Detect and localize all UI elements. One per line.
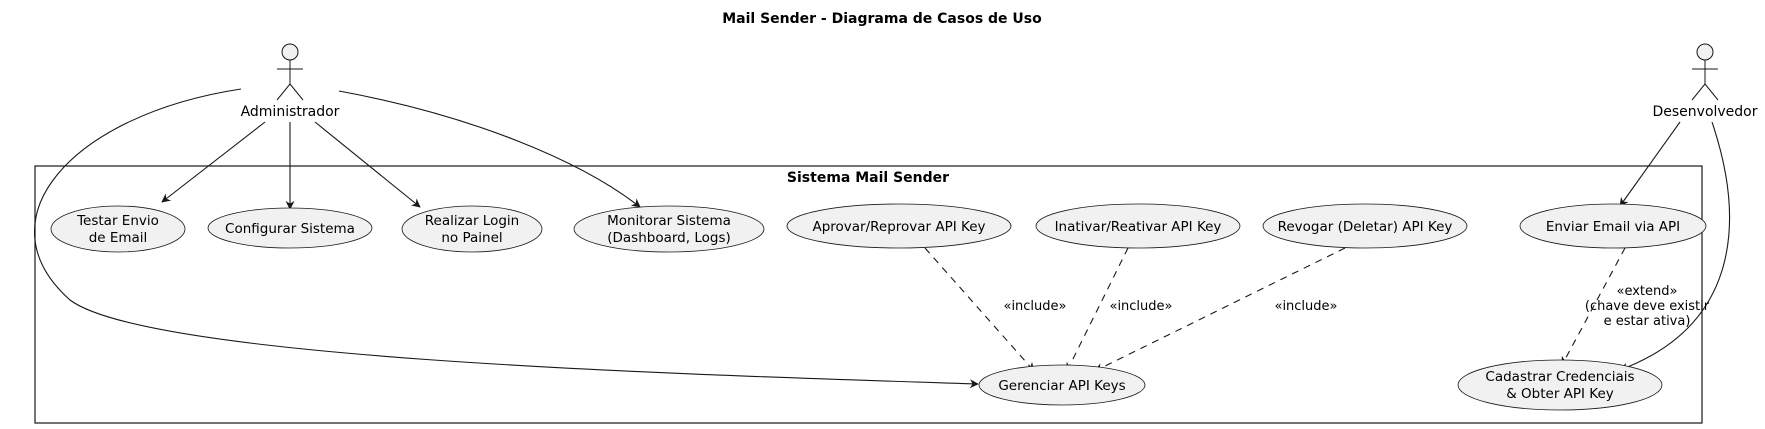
actor-administrador: Administrador — [241, 43, 340, 120]
include-aprovar-gerenciar — [924, 247, 1035, 372]
svg-text:Revogar (Deletar) API Key: Revogar (Deletar) API Key — [1278, 219, 1453, 235]
assoc-admin-monitorar — [338, 90, 641, 208]
actor-desenvolvedor: Desenvolvedor — [1652, 43, 1758, 120]
svg-text:Aprovar/Reprovar API Key: Aprovar/Reprovar API Key — [812, 219, 985, 235]
use-case-inativar-reativar: Inativar/Reativar API Key — [1035, 203, 1241, 249]
svg-text:Monitorar Sistema: Monitorar Sistema — [607, 213, 731, 229]
include-label-2: «include» — [1109, 299, 1172, 314]
svg-text:Inativar/Reativar API Key: Inativar/Reativar API Key — [1055, 219, 1222, 235]
include-label-1: «include» — [1003, 299, 1066, 314]
use-case-gerenciar-api-keys: Gerenciar API Keys — [978, 364, 1146, 406]
svg-text:«extend»: «extend» — [1617, 284, 1678, 299]
include-label-3: «include» — [1274, 299, 1337, 314]
use-case-realizar-login: Realizar Login no Painel — [401, 205, 543, 253]
svg-text:Gerenciar API Keys: Gerenciar API Keys — [998, 378, 1125, 394]
actor-desenvolvedor-name: Desenvolvedor — [1652, 104, 1757, 120]
svg-text:Testar Envio: Testar Envio — [76, 213, 159, 229]
assoc-dev-enviar — [1619, 121, 1681, 207]
svg-text:(Dashboard, Logs): (Dashboard, Logs) — [607, 230, 731, 246]
svg-text:Cadastrar Credenciais: Cadastrar Credenciais — [1485, 369, 1634, 385]
use-case-testar-envio: Testar Envio de Email — [50, 205, 186, 253]
svg-text:& Obter API Key: & Obter API Key — [1506, 386, 1614, 402]
svg-text:no Painel: no Painel — [441, 230, 502, 246]
extend-label: «extend» (chave deve existir e estar ati… — [1585, 284, 1710, 329]
svg-text:Configurar Sistema: Configurar Sistema — [225, 221, 355, 237]
svg-text:Realizar Login: Realizar Login — [425, 213, 519, 229]
use-case-monitorar-sistema: Monitorar Sistema (Dashboard, Logs) — [573, 205, 765, 253]
svg-text:e estar ativa): e estar ativa) — [1604, 314, 1691, 329]
diagram-title: Mail Sender - Diagrama de Casos de Uso — [722, 11, 1042, 27]
assoc-admin-login — [314, 121, 421, 208]
assoc-admin-testar-envio — [161, 121, 266, 203]
svg-text:Enviar Email via API: Enviar Email via API — [1546, 219, 1680, 235]
actor-administrador-figure — [276, 43, 304, 101]
include-inativar-gerenciar — [1066, 247, 1129, 372]
use-case-revogar: Revogar (Deletar) API Key — [1262, 203, 1468, 249]
actor-desenvolvedor-figure — [1691, 43, 1719, 101]
actor-administrador-name: Administrador — [241, 104, 340, 120]
assoc-dev-cadastrar — [1619, 121, 1731, 372]
system-title: Sistema Mail Sender — [787, 170, 949, 186]
use-case-aprovar-reprovar: Aprovar/Reprovar API Key — [786, 203, 1012, 249]
assoc-admin-gerenciar — [34, 88, 979, 389]
use-case-enviar-email: Enviar Email via API — [1519, 203, 1707, 249]
use-case-configurar-sistema: Configurar Sistema — [207, 207, 373, 249]
svg-text:(chave deve existir: (chave deve existir — [1585, 299, 1710, 314]
svg-text:de Email: de Email — [89, 230, 148, 246]
extend-enviar-cadastrar — [1561, 247, 1626, 366]
use-case-cadastrar-credenciais: Cadastrar Credenciais & Obter API Key — [1457, 359, 1663, 411]
